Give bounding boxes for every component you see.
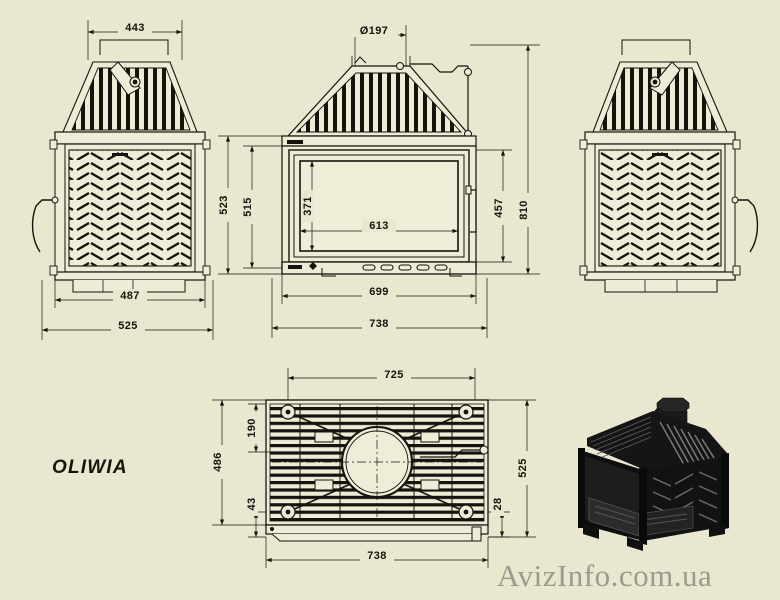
dim-371: 371	[302, 196, 314, 216]
dim-28: 28	[492, 497, 504, 510]
dim-699: 699	[369, 286, 389, 298]
dim-525-plan: 525	[517, 458, 529, 478]
dim-738-front: 738	[369, 318, 389, 330]
dim-443: 443	[125, 22, 145, 34]
product-photo-3d	[575, 397, 770, 553]
dim-486: 486	[212, 452, 224, 472]
dim-738-plan: 738	[367, 550, 387, 562]
dimension-labels: 443 487 525 Ø197 523 515 371 613	[111, 21, 530, 562]
watermark-text: AvizInfo.com.ua	[497, 558, 713, 593]
dim-525-left: 525	[118, 320, 138, 332]
top-plan-view	[212, 368, 536, 568]
dim-810: 810	[518, 200, 530, 220]
dim-487: 487	[120, 290, 140, 302]
dim-515: 515	[242, 197, 254, 217]
dim-725: 725	[384, 369, 404, 381]
dim-613: 613	[369, 220, 389, 232]
dim-flue-diameter: Ø197	[360, 25, 389, 37]
front-elevation	[218, 25, 540, 338]
right-side-elevation	[579, 39, 759, 293]
dim-523: 523	[218, 195, 230, 215]
left-side-elevation	[31, 20, 214, 340]
page-title: OLIWIA	[52, 457, 128, 478]
dim-190: 190	[246, 418, 258, 438]
dim-457: 457	[493, 198, 505, 218]
dim-43: 43	[246, 497, 258, 510]
